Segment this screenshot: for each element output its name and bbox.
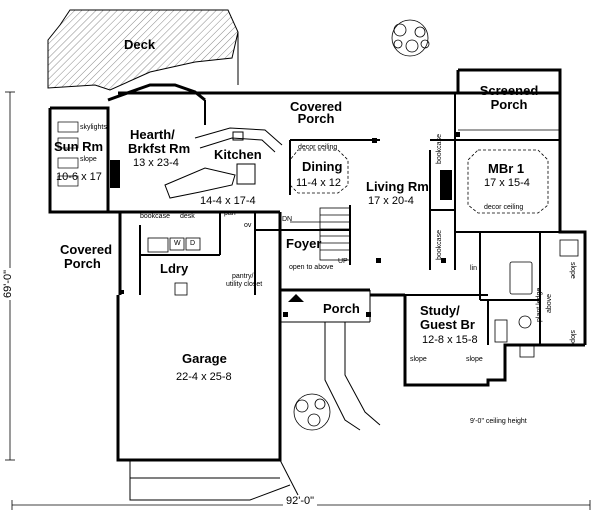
sunroom-slope-note: slope: [80, 156, 97, 163]
open-above-note: open to above: [289, 264, 334, 271]
screened-porch-line1: Screened: [479, 83, 539, 98]
overall-depth: 69'-0": [2, 267, 14, 300]
tree-bottom: [293, 393, 331, 431]
hearth-dimension: 13 x 23-4: [133, 157, 179, 169]
stairs-down-note: DN: [282, 216, 293, 223]
mbr-decor-note: decor ceiling: [484, 204, 524, 211]
desk-note: desk: [180, 213, 195, 220]
hearth-fireplace: [110, 160, 120, 188]
study-label-line1: Study/: [420, 303, 460, 318]
pantry-note-line1: pantry/: [232, 273, 254, 280]
laundry-appliances: [147, 237, 201, 296]
covered-porch-left-line2: Porch: [64, 256, 101, 271]
dining-label: Dining: [302, 159, 343, 174]
tree-top: [391, 19, 430, 57]
bookcase-right-top: bookcase: [436, 134, 443, 164]
stairs: [290, 207, 351, 261]
plant-ledge-note-2: above: [546, 293, 553, 313]
porch-posts: [120, 132, 460, 317]
hearth-label-line2: Brkfst Rm: [128, 141, 191, 156]
deck-area: [47, 9, 239, 91]
hearth-label-line1: Hearth/: [130, 127, 175, 142]
pantry-note-line2: utility closet: [226, 281, 263, 288]
living-dimension: 17 x 20-4: [368, 195, 414, 207]
dining-dimension: 11-4 x 12: [296, 177, 342, 189]
walkway: [129, 322, 381, 501]
overall-width: 92'-0": [282, 496, 318, 507]
plant-ledge-note: plant ledge: [536, 287, 543, 322]
study-slope-right: slope: [466, 356, 483, 363]
interior-walls: [139, 93, 560, 345]
stairs-up-note: UP: [338, 258, 348, 265]
ov-note: ov: [244, 222, 252, 229]
mbr-decor-ceiling: [467, 149, 549, 214]
kitchen-label: Kitchen: [214, 147, 262, 162]
covered-porch-top-line1: Covered: [289, 99, 343, 114]
sunroom-label: Sun Rm: [54, 139, 104, 154]
dryer-label: D: [190, 240, 196, 247]
skylights-note: skylights: [80, 124, 107, 131]
ceiling-height-note: 9'-0" ceiling height: [470, 418, 527, 425]
dining-decor-note: decor ceiling: [298, 144, 338, 151]
porch-label: Porch: [323, 301, 360, 316]
bookcase-right-bottom: bookcase: [436, 230, 443, 260]
deck-label: Deck: [124, 37, 156, 52]
mbr-label: MBr 1: [488, 161, 525, 176]
sunroom-dimension: 10-6 x 17: [56, 171, 102, 183]
pan-note: pan: [224, 210, 236, 217]
washer-label: W: [174, 240, 181, 247]
slope-right-note-2: slope: [569, 330, 576, 347]
study-label-line2: Guest Br: [420, 317, 475, 332]
slope-right-note-1: slope: [569, 262, 576, 279]
living-label: Living Rm: [366, 179, 429, 194]
study-dimension: 12-8 x 15-8: [422, 334, 478, 346]
covered-porch-top-line2: Porch: [297, 111, 335, 126]
living-fireplace: [440, 170, 452, 200]
bookcase-left-note: bookcase: [140, 213, 170, 220]
laundry-label: Ldry: [160, 261, 189, 276]
garage-label: Garage: [182, 351, 227, 366]
garage-dimension: 22-4 x 25-8: [176, 371, 232, 383]
kitchen-dimension: 14-4 x 17-4: [200, 195, 256, 207]
dining-decor-ceiling: [289, 149, 349, 194]
linen-note: lin: [470, 265, 478, 272]
foyer-label: Foyer: [286, 236, 322, 251]
sunroom-skylights: [57, 121, 79, 187]
covered-porch-left-line1: Covered: [60, 242, 113, 257]
study-slope-left: slope: [410, 356, 427, 363]
mbr-dimension: 17 x 15-4: [484, 177, 530, 189]
screened-porch-line2: Porch: [490, 97, 528, 112]
bath-fixtures: [494, 239, 579, 358]
entry-marker: [288, 294, 304, 302]
kitchen-counters: [164, 127, 283, 199]
